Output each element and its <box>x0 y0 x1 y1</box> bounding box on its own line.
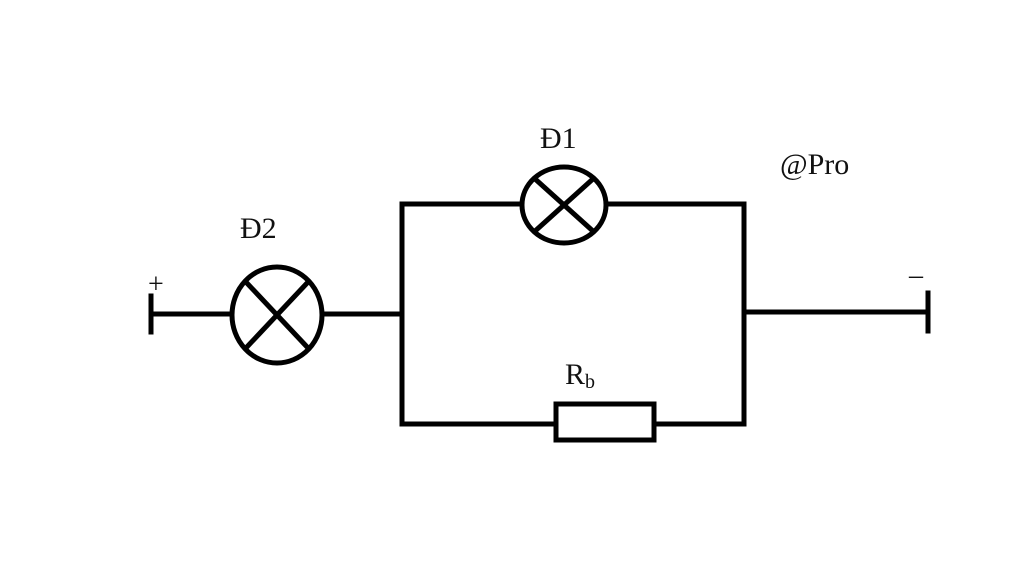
resistor-rb-label-main: R <box>565 358 585 391</box>
negative-terminal-label: – <box>908 260 924 291</box>
resistor-rb <box>553 401 657 443</box>
lamp-d1-label: Đ1 <box>540 122 577 155</box>
lamp-d1-cross-b <box>532 176 596 234</box>
lamp-d2-cross-b <box>243 279 311 351</box>
positive-terminal-label: + <box>148 269 164 300</box>
lamp-d1 <box>519 164 609 246</box>
lamp-d2-label: Đ2 <box>240 212 277 245</box>
watermark-label: @Pro <box>780 148 849 181</box>
lamp-d2 <box>229 264 325 366</box>
resistor-rb-label: Rb <box>565 358 595 393</box>
resistor-rb-label-subscript: b <box>585 371 595 393</box>
